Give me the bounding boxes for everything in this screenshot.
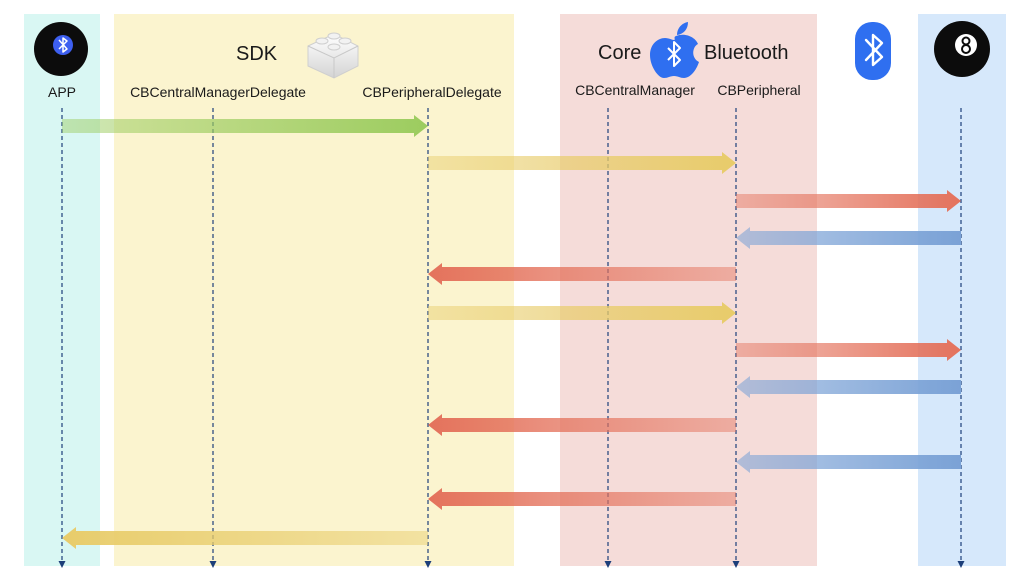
lifeline-end-arrow [957, 561, 965, 568]
message-arrow-4 [736, 227, 961, 249]
message-arrow-5 [428, 263, 736, 285]
lane-label-peripheral-delegate: CBPeripheralDelegate [362, 84, 502, 100]
app-icon [34, 22, 88, 76]
message-arrow-12 [62, 527, 428, 549]
lifeline-end-arrow [424, 561, 432, 568]
sdk-title: SDK [236, 43, 278, 65]
bluetooth-icon [855, 22, 891, 80]
message-arrow-10 [736, 451, 961, 473]
core-title-bluetooth: Bluetooth [704, 42, 789, 64]
message-arrow-9 [428, 414, 736, 436]
message-arrow-11 [428, 488, 736, 510]
lane-label-central-manager: CBCentralManager [575, 82, 695, 98]
message-arrow-1 [62, 115, 428, 137]
eight-ball-icon [934, 21, 990, 77]
message-arrow-6 [428, 302, 736, 324]
core-title: Core [598, 42, 641, 64]
sdk-band [114, 14, 514, 566]
lane-label-central-manager-delegate: CBCentralManagerDelegate [130, 84, 306, 100]
core-bluetooth-band [560, 14, 817, 566]
message-arrow-8 [736, 376, 961, 398]
lifelines [58, 108, 965, 568]
lane-label-peripheral: CBPeripheral [717, 82, 800, 98]
message-arrow-7 [736, 339, 961, 361]
message-arrow-3 [736, 190, 961, 212]
device-band [918, 14, 1006, 566]
lifeline-end-arrow [58, 561, 66, 568]
message-arrow-2 [428, 152, 736, 174]
lifeline-end-arrow [732, 561, 740, 568]
lifeline-end-arrow [209, 561, 217, 568]
lane-label-app: APP [48, 84, 76, 100]
apple-logo-icon [650, 22, 699, 78]
lifeline-end-arrow [604, 561, 612, 568]
messages [62, 115, 961, 549]
lego-brick-icon [307, 32, 359, 79]
